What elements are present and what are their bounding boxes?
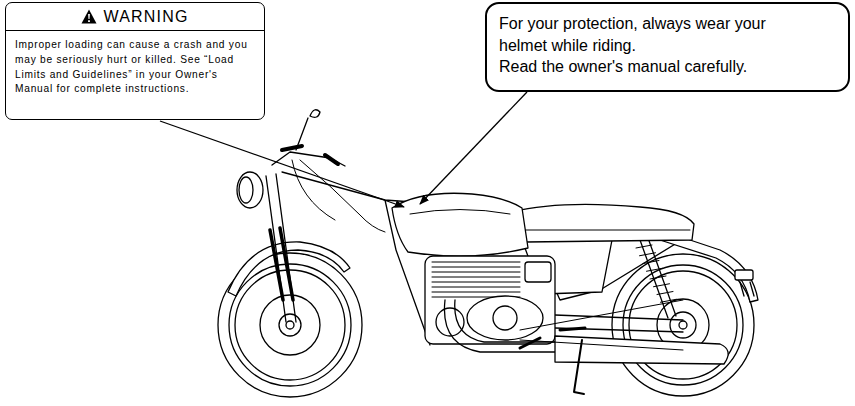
label-text: For your protection, always wear your he… <box>499 13 799 56</box>
front-fork <box>266 174 296 322</box>
mirror <box>296 110 320 150</box>
leader-line <box>160 121 404 207</box>
rear-wheel <box>612 254 754 396</box>
side-stand <box>574 340 584 394</box>
headlight <box>237 172 263 208</box>
warning-triangle <box>81 9 97 24</box>
leader-line <box>420 92 527 204</box>
label-text: Read the owner's manual carefully. <box>499 56 799 78</box>
fuel-tank <box>392 193 528 256</box>
warning-text: Improper loading can cause a crash and y… <box>6 31 264 103</box>
frame <box>282 172 690 345</box>
warning-heading: WARNING <box>6 3 264 31</box>
warning-title: WARNING <box>103 8 188 25</box>
helmet-label: For your protection, always wear your he… <box>485 2 850 92</box>
seat <box>512 204 694 242</box>
warning-label: WARNING Improper loading can cause a cras… <box>5 2 265 120</box>
tail-light <box>735 270 753 280</box>
